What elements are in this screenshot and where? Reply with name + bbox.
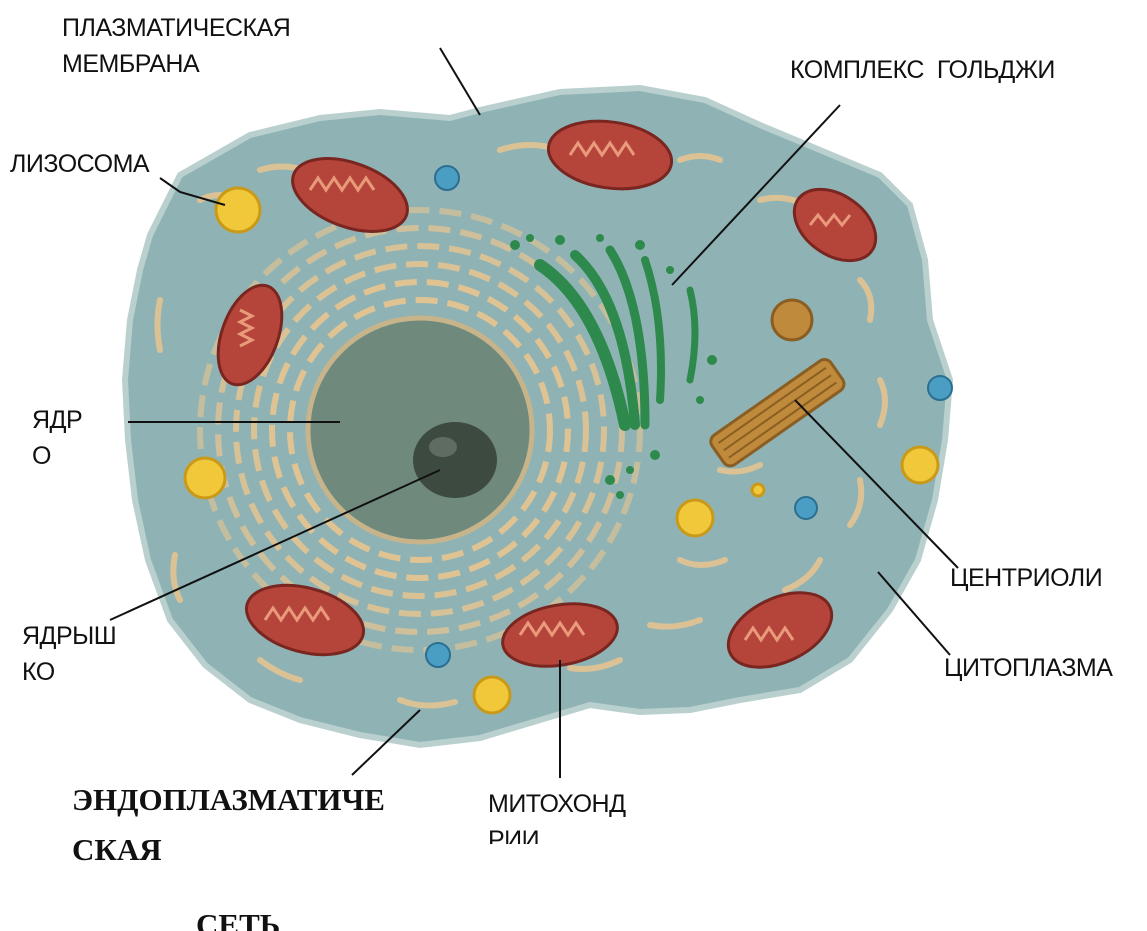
label-plasma-membrane: ПЛАЗМАТИЧЕСКАЯ МЕМБРАНА (62, 10, 290, 82)
label-nucleolus: ЯДРЫШ КО (22, 618, 116, 688)
nucleus (308, 318, 532, 542)
lysosome (185, 458, 225, 498)
lysosome (902, 447, 938, 483)
lysosome (216, 188, 260, 232)
centrosome (772, 300, 812, 340)
nucleolus (413, 422, 497, 498)
lysosome (474, 677, 510, 713)
label-nucleus: ЯДР О (32, 402, 82, 474)
label-lysosome: ЛИЗОСОМА (10, 146, 149, 182)
label-er-line1: ЭНДОПЛАЗМАТИЧЕ (72, 780, 385, 820)
label-centrioles: ЦЕНТРИОЛИ (950, 560, 1102, 596)
label-cytoplasm: ЦИТОПЛАЗМА (944, 650, 1112, 686)
label-er-line2: СКАЯ (72, 830, 162, 870)
label-golgi-complex: КОМПЛЕКС ГОЛЬДЖИ (790, 52, 1055, 88)
lysosome (677, 500, 713, 536)
lysosome (752, 484, 764, 496)
label-mitochondria: МИТОХОНД РИИ (488, 786, 626, 844)
leader-plasma-membrane (440, 48, 480, 115)
label-er-line3: СЕТЬ (196, 905, 280, 931)
